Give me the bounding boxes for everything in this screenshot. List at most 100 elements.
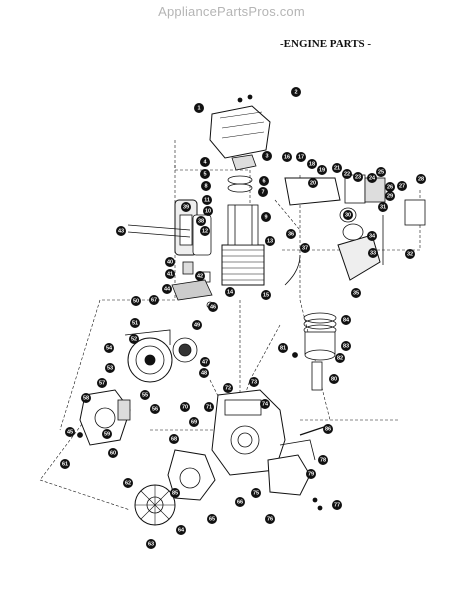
- callout-bubble: [200, 157, 210, 167]
- callout-bubble: [286, 229, 296, 239]
- part-callout-85: 85: [170, 488, 180, 498]
- part-callout-67: 67: [149, 295, 159, 305]
- callout-bubble: [323, 424, 333, 434]
- callout-label: 42: [197, 273, 203, 279]
- callout-label: 54: [106, 345, 113, 351]
- callout-label: 72: [225, 385, 231, 391]
- callout-label: 76: [267, 516, 273, 522]
- callout-bubble: [196, 216, 206, 226]
- callout-bubble: [60, 459, 70, 469]
- callout-bubble: [201, 181, 211, 191]
- part-callout-7: 7: [258, 187, 268, 197]
- callout-bubble: [332, 163, 342, 173]
- callout-bubble: [102, 429, 112, 439]
- part-callout-45: 45: [65, 427, 75, 437]
- callout-bubble: [208, 302, 218, 312]
- callout-bubble: [341, 341, 351, 351]
- callout-bubble: [376, 167, 386, 177]
- callout-label: 27: [399, 183, 405, 189]
- callout-label: 62: [125, 480, 131, 486]
- callout-label: 48: [201, 370, 207, 376]
- callout-label: 80: [331, 376, 337, 382]
- callout-bubble: [194, 103, 204, 113]
- callout-bubble: [150, 404, 160, 414]
- callout-label: 59: [104, 431, 110, 437]
- callout-bubble: [329, 374, 339, 384]
- callout-bubble: [169, 434, 179, 444]
- part-callout-75: 75: [251, 488, 261, 498]
- callout-bubble: [131, 296, 141, 306]
- callout-label: 14: [227, 289, 234, 295]
- part-callout-26: 26: [385, 182, 395, 192]
- part-callout-56: 56: [150, 404, 160, 414]
- callout-label: 46: [210, 304, 216, 310]
- callout-bubble: [140, 390, 150, 400]
- callout-label: 67: [151, 297, 157, 303]
- callout-label: 86: [325, 426, 331, 432]
- callout-label: 36: [288, 231, 294, 237]
- callout-label: 69: [191, 419, 197, 425]
- callout-bubble: [223, 383, 233, 393]
- callout-bubble: [204, 402, 214, 412]
- part-callout-27: 27: [397, 181, 407, 191]
- callout-label: 43: [118, 228, 124, 234]
- part-callout-22: 22: [342, 169, 352, 179]
- callout-bubble: [261, 212, 271, 222]
- callout-label: 77: [334, 502, 340, 508]
- part-callout-15: 15: [261, 290, 271, 300]
- part-callout-53: 53: [105, 363, 115, 373]
- callout-bubble: [335, 353, 345, 363]
- callout-label: 41: [167, 271, 173, 277]
- part-callout-29: 29: [385, 191, 395, 201]
- part-callout-25: 25: [376, 167, 386, 177]
- callout-bubble: [405, 249, 415, 259]
- part-callout-30: 30: [343, 210, 353, 220]
- callout-label: 4: [203, 159, 207, 165]
- callout-label: 28: [418, 176, 424, 182]
- callout-bubble: [291, 87, 301, 97]
- callout-bubble: [170, 488, 180, 498]
- callout-bubble: [162, 284, 172, 294]
- part-callout-82: 82: [335, 353, 345, 363]
- callout-label: 83: [343, 343, 349, 349]
- callout-bubble: [260, 399, 270, 409]
- callout-bubble: [235, 497, 245, 507]
- callout-label: 60: [110, 450, 116, 456]
- part-callout-35: 35: [351, 288, 361, 298]
- callout-bubble: [249, 377, 259, 387]
- part-callout-13: 13: [265, 236, 275, 246]
- part-callout-64: 64: [176, 525, 186, 535]
- part-callout-44: 44: [162, 284, 172, 294]
- callout-label: 23: [355, 174, 361, 180]
- callout-bubble: [108, 448, 118, 458]
- callout-label: 66: [237, 499, 243, 505]
- callout-label: 44: [164, 286, 171, 292]
- part-callout-79: 79: [306, 469, 316, 479]
- callout-label: 56: [152, 406, 158, 412]
- callout-bubble: [341, 315, 351, 325]
- callout-bubble: [385, 191, 395, 201]
- part-callout-8: 8: [201, 181, 211, 191]
- callout-bubble: [129, 334, 139, 344]
- part-callout-70: 70: [180, 402, 190, 412]
- callout-bubble: [200, 357, 210, 367]
- callout-label: 61: [62, 461, 68, 467]
- callout-label: 57: [99, 380, 105, 386]
- part-callout-50: 50: [131, 296, 141, 306]
- callout-label: 38: [198, 218, 204, 224]
- part-callout-52: 52: [129, 334, 139, 344]
- part-callout-51: 51: [130, 318, 140, 328]
- callout-label: 82: [337, 355, 343, 361]
- part-callout-32: 32: [405, 249, 415, 259]
- callout-label: 33: [370, 250, 376, 256]
- callout-label: 12: [202, 228, 208, 234]
- callout-label: 45: [67, 429, 73, 435]
- callout-label: 11: [204, 197, 210, 203]
- callout-bubble: [105, 363, 115, 373]
- callout-label: 19: [319, 167, 325, 173]
- callout-label: 20: [310, 180, 316, 186]
- part-callout-20: 20: [308, 178, 318, 188]
- part-callout-4: 4: [200, 157, 210, 167]
- part-callout-66: 66: [235, 497, 245, 507]
- callout-bubble: [176, 525, 186, 535]
